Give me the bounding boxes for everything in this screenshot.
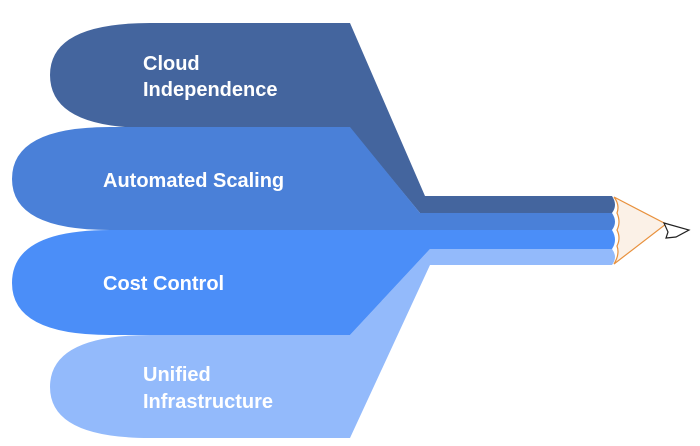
band-unified-infrastructure (50, 249, 615, 438)
label-automated-scaling: Automated Scaling (103, 170, 284, 192)
label-unified-infrastructure: Unified Infrastructure (143, 364, 273, 413)
label-cloud-independence: Cloud Independence (143, 53, 277, 101)
label-cloud-independence-line2: Independence (143, 79, 277, 101)
label-cost-control-line1: Cost Control (103, 273, 224, 295)
label-cost-control: Cost Control (103, 273, 224, 295)
label-automated-scaling-line1: Automated Scaling (103, 170, 284, 192)
pencil-tip (613, 196, 668, 265)
pencil-lead (662, 222, 691, 239)
label-cloud-independence-line1: Cloud (143, 53, 200, 75)
label-unified-infrastructure-line1: Unified (143, 364, 211, 386)
band-cloud-independence (50, 23, 615, 213)
label-unified-infrastructure-line2: Infrastructure (143, 391, 273, 413)
band-cost-control (12, 230, 615, 335)
band-automated-scaling (12, 127, 615, 230)
